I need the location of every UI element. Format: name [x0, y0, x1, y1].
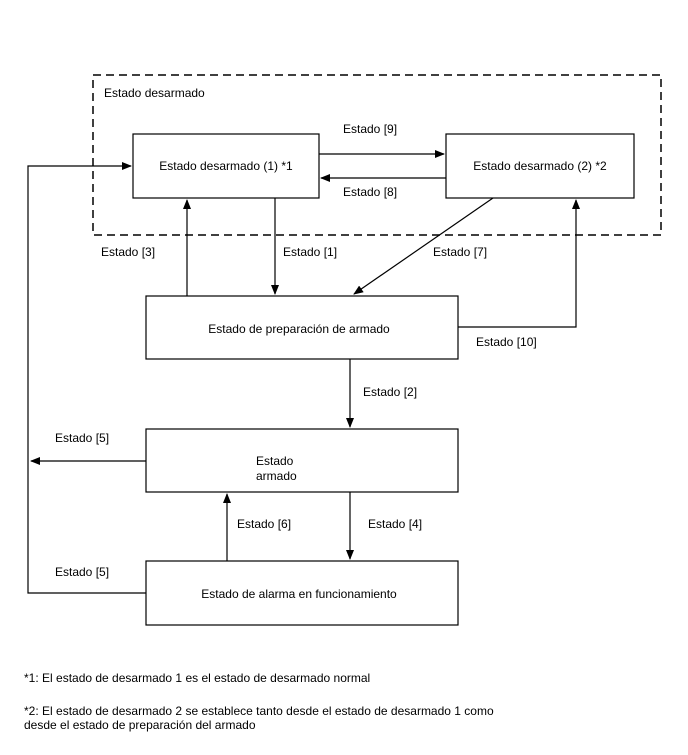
state-label-disarmed-2: Estado desarmado (2) *2 [473, 159, 607, 173]
transition-label-2: Estado [2] [363, 385, 417, 399]
transition-label-6: Estado [6] [237, 517, 291, 531]
arrow-transition-5-return [27, 162, 146, 594]
transition-label-4: Estado [4] [368, 517, 422, 531]
transition-label-5-from-alarm: Estado [5] [55, 565, 109, 579]
arrow-transition-7 [353, 197, 494, 295]
state-label-disarmed-1: Estado desarmado (1) *1 [159, 159, 293, 173]
transition-label-9: Estado [9] [343, 122, 397, 136]
transition-label-8: Estado [8] [343, 185, 397, 199]
arrow-transition-10 [458, 199, 580, 328]
state-box-alarm [145, 560, 459, 626]
state-box-arming-prep [145, 295, 459, 360]
state-label-arming-prep: Estado de preparación de armado [208, 322, 390, 336]
state-box-disarmed-2 [445, 133, 635, 199]
state-label-alarm: Estado de alarma en funcionamiento [201, 587, 397, 601]
transition-label-7: Estado [7] [433, 245, 487, 259]
state-label-armed-line1: Estado [256, 454, 294, 468]
transition-label-1: Estado [1] [283, 245, 337, 259]
transition-label-10: Estado [10] [476, 335, 537, 349]
state-box-disarmed-1 [132, 133, 320, 199]
state-box-armed [145, 428, 459, 493]
transition-label-5-from-armed: Estado [5] [55, 431, 109, 445]
footnote-1: *1: El estado de desarmado 1 es el estad… [24, 671, 371, 685]
disarmed-group-label: Estado desarmado [104, 86, 205, 100]
footnote-2: *2: El estado de desarmado 2 se establec… [24, 704, 494, 732]
transition-label-3: Estado [3] [101, 245, 155, 259]
state-label-armed-line2: armado [256, 469, 297, 483]
